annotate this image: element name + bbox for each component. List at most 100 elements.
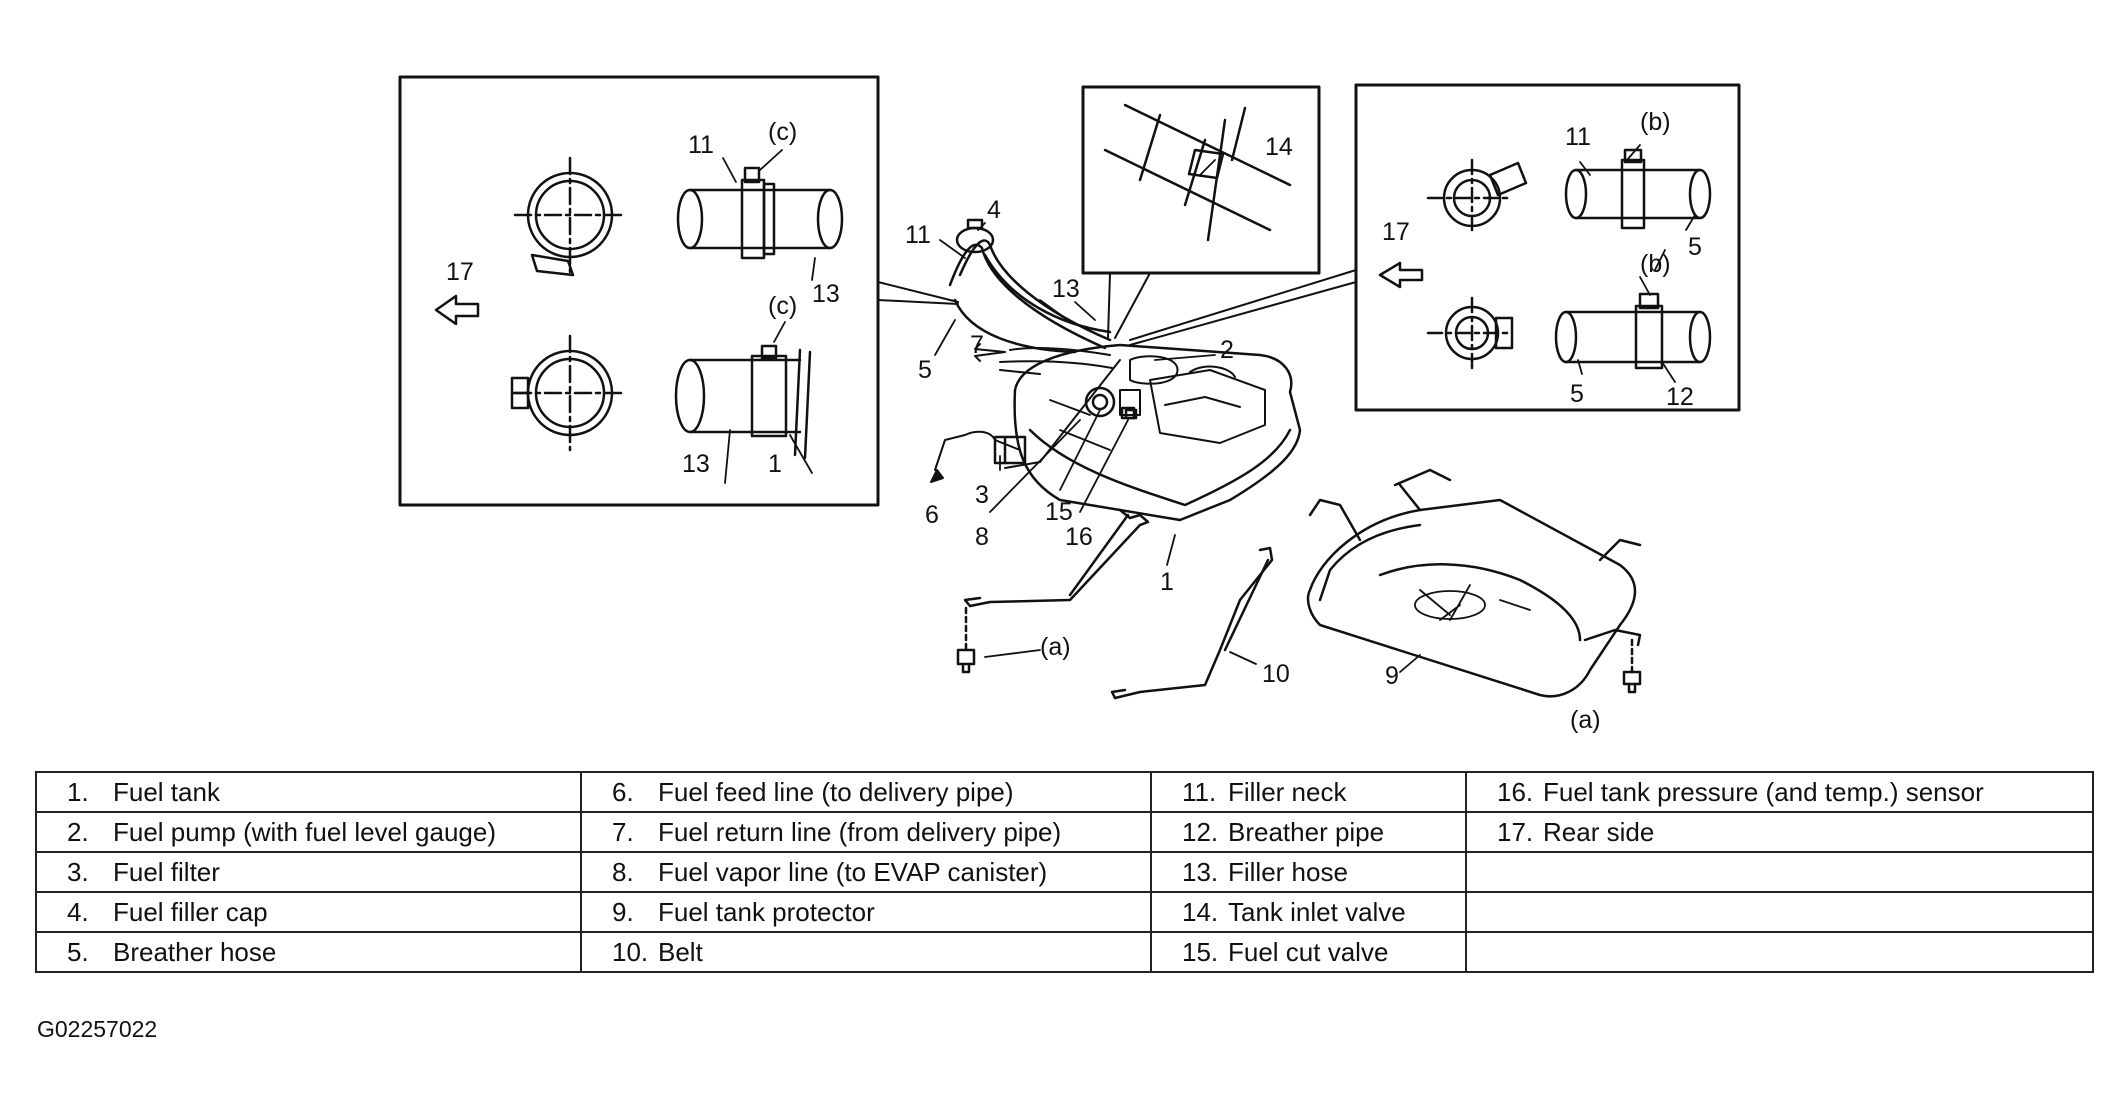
legend-item-label: Fuel return line (from delivery pipe) bbox=[658, 816, 1062, 847]
tank-belt-b bbox=[1110, 546, 1274, 700]
legend-cell: 10. Belt bbox=[580, 931, 1152, 973]
legend-cell: 16. Fuel tank pressure (and temp.) sensor bbox=[1465, 771, 2094, 813]
callout-11-main: 11 bbox=[905, 221, 931, 249]
legend-cell: 8. Fuel vapor line (to EVAP canister) bbox=[580, 851, 1152, 893]
callout-numbers: 17 11 (c) 13 (c) 13 1 14 17 11 (b) 5 (b)… bbox=[446, 108, 1702, 734]
legend-cell: 4.Fuel filler cap bbox=[35, 891, 582, 933]
breather-clamp-bottom-view bbox=[1426, 296, 1514, 372]
callout-4: 4 bbox=[987, 196, 1001, 224]
left-inset-panel bbox=[398, 75, 880, 507]
legend-item-label: Fuel cut valve bbox=[1228, 936, 1389, 967]
callout-6: 6 bbox=[925, 501, 939, 529]
callout-5-right-top: 5 bbox=[1688, 233, 1702, 261]
callout-1-main: 1 bbox=[1160, 568, 1174, 596]
legend-cell: 9. Fuel tank protector bbox=[580, 891, 1152, 933]
legend-item-label: Fuel tank pressure (and temp.) sensor bbox=[1543, 776, 1984, 807]
legend-item-label: Rear side bbox=[1543, 816, 1655, 847]
legend-row: 1.Fuel tank 6. Fuel feed line (to delivery… bbox=[35, 771, 2094, 813]
rear-side-arrow-left bbox=[434, 294, 480, 326]
legend-item-label: Fuel feed line (to delivery pipe) bbox=[658, 776, 1014, 807]
legend-cell: 13. Filler hose bbox=[1150, 851, 1467, 893]
legend-item-number: 1. bbox=[67, 776, 89, 807]
legend-item-label: Fuel filter bbox=[113, 856, 220, 887]
legend-cell bbox=[1465, 851, 2094, 893]
legend-item-label: Filler neck bbox=[1228, 776, 1347, 807]
legend-item-number: 3. bbox=[67, 856, 89, 887]
rear-side-arrow-left bbox=[1378, 261, 1424, 289]
callout-13-left-top: 13 bbox=[812, 280, 840, 308]
callout-b-top: (b) bbox=[1640, 108, 1671, 136]
legend-row: 4.Fuel filler cap 9. Fuel tank protector 14… bbox=[35, 891, 2094, 933]
legend-item-number: 11. bbox=[1182, 776, 1217, 807]
fuel-system-diagram: 17 11 (c) 13 (c) 13 1 14 17 11 (b) 5 (b)… bbox=[398, 75, 1741, 734]
filler-hose-side-view-top bbox=[676, 166, 844, 260]
callout-2: 2 bbox=[1220, 336, 1234, 364]
legend-item-number: 6. bbox=[612, 776, 634, 807]
middle-inset-panel bbox=[1081, 85, 1321, 275]
callout-1-left-inset: 1 bbox=[768, 450, 782, 478]
legend-item-number: 9. bbox=[612, 896, 634, 927]
callout-11-left-inset: 11 bbox=[688, 131, 714, 159]
legend-item-number: 13. bbox=[1182, 856, 1219, 887]
parts-legend-table: 1.Fuel tank 6. Fuel feed line (to delivery… bbox=[35, 771, 2094, 973]
legend-item-number: 5. bbox=[67, 936, 89, 967]
legend-cell: 3. Fuel filter bbox=[35, 851, 582, 893]
legend-cell: 7.Fuel return line (from delivery pipe) bbox=[580, 811, 1152, 853]
legend-item-number: 8. bbox=[612, 856, 634, 887]
legend-item-label: Breather pipe bbox=[1228, 816, 1385, 847]
legend-row: 2.Fuel pump (with fuel level gauge)7.Fue… bbox=[35, 811, 2094, 853]
legend-item-label: Filler hose bbox=[1228, 856, 1348, 887]
callout-a-left: (a) bbox=[1040, 633, 1071, 661]
callout-17-left: 17 bbox=[446, 258, 474, 286]
callout-15: 15 bbox=[1045, 498, 1073, 526]
hose-clamp-bottom-view bbox=[510, 334, 627, 452]
bolt-a-left bbox=[956, 606, 976, 674]
callout-3: 3 bbox=[975, 481, 989, 509]
callout-5-main: 5 bbox=[918, 356, 932, 384]
callout-c-top: (c) bbox=[768, 118, 797, 146]
callout-c-bottom: (c) bbox=[768, 292, 797, 320]
legend-item-number: 10. bbox=[612, 936, 649, 967]
figure-code: G02257022 bbox=[37, 1016, 158, 1042]
callout-5-right-bottom: 5 bbox=[1570, 380, 1584, 408]
legend-cell: 1.Fuel tank bbox=[35, 771, 582, 813]
callout-7: 7 bbox=[970, 331, 984, 359]
legend-cell: 14. Tank inlet valve bbox=[1150, 891, 1467, 933]
fuel-lines bbox=[930, 343, 1121, 483]
callout-leaders bbox=[722, 144, 1696, 673]
callout-16: 16 bbox=[1065, 523, 1093, 551]
legend-cell: 12. Breather pipe bbox=[1150, 811, 1467, 853]
callout-b-bottom: (b) bbox=[1640, 250, 1671, 278]
hose-clamp-top-view bbox=[513, 156, 627, 277]
breather-pipe-side-view-top bbox=[1564, 148, 1712, 230]
inset-leader-lines bbox=[877, 269, 1357, 346]
legend-item-number: 16. bbox=[1497, 776, 1534, 807]
breather-pipe-side-view-bottom bbox=[1554, 292, 1712, 370]
legend-cell: 6. Fuel feed line (to delivery pipe) bbox=[580, 771, 1152, 813]
fuel-tank bbox=[1013, 343, 1302, 522]
legend-item-number: 14. bbox=[1182, 896, 1219, 927]
callout-11-right-inset: 11 bbox=[1565, 123, 1591, 151]
legend-cell: 2.Fuel pump (with fuel level gauge) bbox=[35, 811, 582, 853]
breather-clamp-top-view bbox=[1426, 158, 1528, 237]
callout-9: 9 bbox=[1385, 662, 1399, 690]
legend-cell: 5.Breather hose bbox=[35, 931, 582, 973]
legend-item-number: 12. bbox=[1182, 816, 1219, 847]
callout-14: 14 bbox=[1265, 133, 1293, 161]
callout-a-right: (a) bbox=[1570, 706, 1601, 734]
legend-item-label: Fuel tank protector bbox=[658, 896, 875, 927]
legend-item-number: 17. bbox=[1497, 816, 1534, 847]
legend-cell: 17. Rear side bbox=[1465, 811, 2094, 853]
legend-item-label: Belt bbox=[658, 936, 703, 967]
callout-10: 10 bbox=[1262, 660, 1290, 688]
legend-item-label: Tank inlet valve bbox=[1228, 896, 1406, 927]
legend-item-label: Fuel vapor line (to EVAP canister) bbox=[658, 856, 1048, 887]
callout-13-left-bottom: 13 bbox=[682, 450, 710, 478]
legend-cell bbox=[1465, 931, 2094, 973]
legend-cell bbox=[1465, 891, 2094, 933]
bolt-a-right bbox=[1622, 638, 1642, 694]
fuel-tank-pressure-sensor bbox=[1124, 408, 1138, 420]
fuel-tank-protector bbox=[1306, 468, 1642, 698]
callout-8: 8 bbox=[975, 523, 989, 551]
